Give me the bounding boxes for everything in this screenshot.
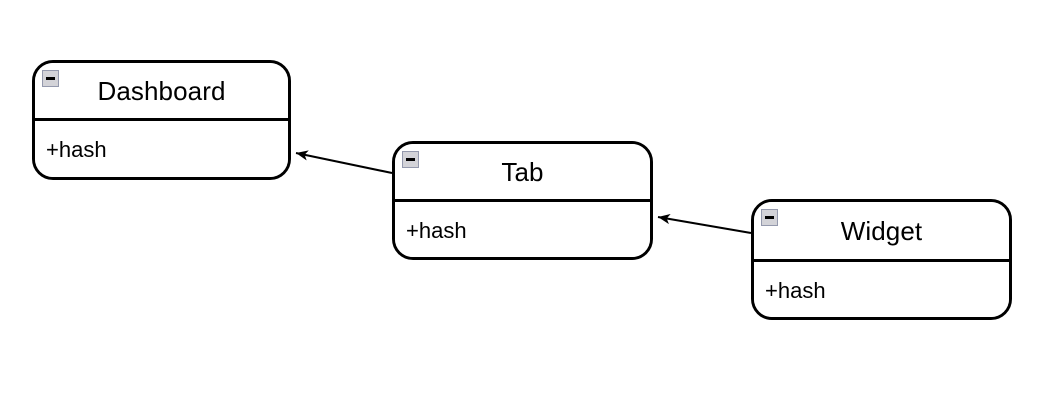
class-attributes-tab: +hash (395, 202, 650, 257)
uml-class-tab[interactable]: Tab +hash (392, 141, 653, 260)
class-title: Dashboard (97, 75, 226, 106)
class-attributes-widget: +hash (754, 262, 1009, 317)
class-title: Widget (840, 215, 923, 246)
class-header-dashboard: Dashboard (35, 63, 288, 121)
class-attribute: +hash (406, 217, 467, 243)
edge-tab-to-dashboard (295, 150, 393, 175)
uml-class-dashboard[interactable]: Dashboard +hash (32, 60, 291, 180)
minus-bar (765, 216, 774, 219)
minus-bar (46, 77, 55, 80)
minus-bar (406, 158, 415, 161)
class-attribute: +hash (46, 137, 107, 163)
class-header-tab: Tab (395, 144, 650, 202)
uml-class-widget[interactable]: Widget +hash (751, 199, 1012, 320)
collapse-minus-icon[interactable] (761, 209, 778, 226)
class-attribute: +hash (765, 277, 826, 303)
class-attributes-dashboard: +hash (35, 121, 288, 177)
collapse-minus-icon[interactable] (402, 151, 419, 168)
class-title: Tab (501, 156, 544, 187)
edge-widget-to-tab (657, 213, 752, 235)
class-header-widget: Widget (754, 202, 1009, 262)
collapse-minus-icon[interactable] (42, 70, 59, 87)
